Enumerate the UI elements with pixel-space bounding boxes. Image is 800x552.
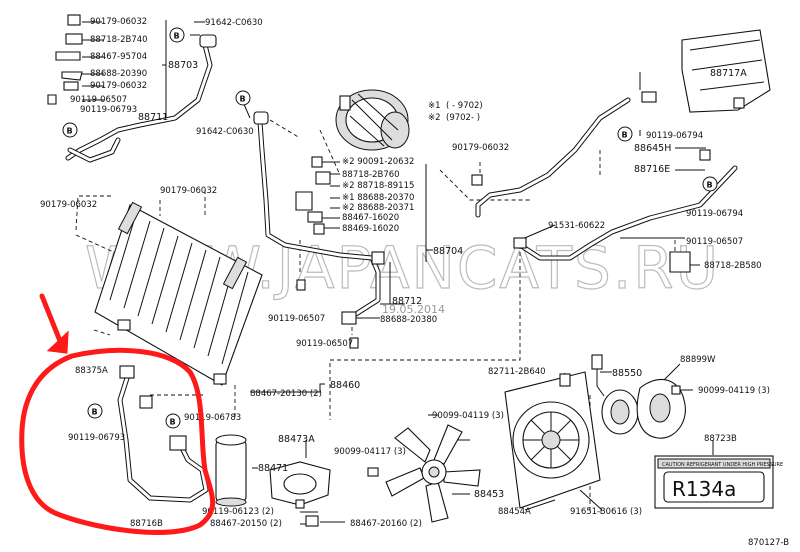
svg-text:B: B — [170, 418, 176, 427]
callout-labels: 90179-06032 88718-2B740 88467-95704 8868… — [40, 17, 770, 529]
svg-text:B: B — [174, 32, 180, 41]
callout-label: ※1 88688-20370 — [342, 193, 414, 203]
callout-label: 90119-06507 — [686, 237, 743, 247]
callout-label: 90119-06783 — [184, 413, 241, 423]
discharge-line-88704 — [253, 111, 385, 317]
callout-label: 88467-20160 (2) — [350, 519, 422, 529]
b-markers: B B B B B B B — [62, 27, 718, 429]
callout-label: 88716E — [634, 164, 670, 175]
callout-label: 88467-20130 (2) — [250, 389, 322, 399]
fan-shroud-88454a — [504, 371, 601, 509]
callout-label: 90179-06032 — [160, 186, 217, 196]
callout-label: 90179-06032 — [452, 143, 509, 153]
callout-label: 90119-06123 (2) — [202, 507, 274, 517]
callout-label: 88375A — [75, 366, 108, 376]
callout-label: 90119-06794 — [646, 131, 703, 141]
b-marker-4: B — [617, 126, 633, 142]
callout-label: 88899W — [680, 355, 716, 365]
svg-text:B: B — [92, 408, 98, 417]
fan-88453 — [385, 424, 481, 523]
callout-label: 88454A — [498, 507, 531, 517]
label-caution-text: CAUTION REFRIGERANT UNDER HIGH PRESSURE — [662, 462, 783, 468]
callout-label: 90179-06032 — [40, 200, 97, 210]
callout-label: 88467-16020 — [342, 213, 399, 223]
callout-label: 82711-2B640 — [488, 367, 546, 377]
fan-motor-88550 — [591, 354, 639, 435]
callout-label: 88473A — [278, 434, 315, 445]
callout-label: 88711 — [138, 112, 168, 123]
callout-label: 88717A — [710, 68, 747, 79]
callout-label: 88718-2B760 — [342, 170, 400, 180]
legend-note1-mark: ※1 — [428, 101, 441, 111]
callout-label: 91642-C0630 — [196, 127, 254, 137]
red-highlight-annotation — [19, 293, 216, 535]
condenser-88460 — [94, 201, 263, 386]
callout-label: 90119-06507 — [296, 339, 353, 349]
expansion-valve-88717a — [641, 29, 771, 273]
bracket-88473a — [269, 461, 379, 527]
refrigerant-label-88723b: CAUTION REFRIGERANT UNDER HIGH PRESSURE … — [654, 455, 783, 509]
cover-88899w — [636, 379, 686, 439]
watermark-date: 19.05.2014 — [382, 303, 445, 316]
bracket-cluster-88704 — [295, 156, 359, 349]
svg-text:B: B — [67, 127, 73, 136]
callout-label: 88469-16020 — [342, 224, 399, 234]
callout-label: ※2 88718-89115 — [342, 181, 414, 191]
callout-label: 88688-20380 — [380, 315, 437, 325]
receiver-88471 — [215, 434, 247, 507]
svg-text:B: B — [622, 131, 628, 140]
b-marker-1: B — [169, 27, 185, 43]
callout-label: 90119-06793 — [68, 433, 125, 443]
callout-label: 90119-06507 — [268, 314, 325, 324]
callout-label: 88467-20150 (2) — [210, 519, 282, 529]
callout-label: 90179-06032 — [90, 17, 147, 27]
b-marker-3: B — [235, 90, 251, 106]
callout-label: 90179-06032 — [90, 81, 147, 91]
compressor — [335, 89, 410, 151]
callout-label: 90099-04119 (3) — [432, 411, 504, 421]
callout-label: 88471 — [258, 463, 288, 474]
callout-label: 90099-04119 (3) — [698, 386, 770, 396]
legend-note2-mark: ※2 — [428, 113, 441, 123]
clamp-set-upper-left — [47, 14, 83, 105]
callout-label: 88688-20390 — [90, 69, 147, 79]
diagram-code: 870127-B — [748, 538, 789, 548]
legend: ※1 ( - 9702) ※2 (9702- ) — [428, 101, 483, 123]
callout-label: 88718-2B740 — [90, 35, 148, 45]
suction-hose-88716b — [117, 365, 209, 503]
b-marker-5: B — [702, 176, 718, 192]
callout-label: 88645H — [634, 143, 671, 154]
hose-88711 — [65, 34, 217, 163]
label-refrigerant-type: R134a — [672, 477, 736, 501]
svg-text:B: B — [707, 181, 713, 190]
callout-label: 88716B — [130, 519, 163, 529]
callout-label: 88704 — [433, 246, 463, 257]
b-marker-7: B — [165, 413, 181, 429]
callout-label: 88550 — [612, 368, 642, 379]
callout-label: 90119-06793 — [80, 105, 137, 115]
b-marker-2: B — [62, 122, 78, 138]
liquid-line-88716e — [471, 97, 738, 261]
legend-note1-range: ( - 9702) — [446, 101, 483, 111]
callout-label: ※2 90091-20632 — [342, 157, 414, 167]
legend-note2-range: (9702- ) — [446, 113, 480, 123]
callout-label: 90119-06507 — [70, 95, 127, 105]
callout-label: 91642-C0630 — [205, 18, 263, 28]
callout-label: 90099-04117 (3) — [334, 447, 406, 457]
callout-label: ※2 88688-20371 — [342, 203, 414, 213]
callout-label: 88712 — [392, 296, 422, 307]
callout-label: 91531-60622 — [548, 221, 605, 231]
callout-label: 88467-95704 — [90, 52, 147, 62]
callout-label: 88460 — [330, 380, 360, 391]
callout-label: 88453 — [474, 489, 504, 500]
callout-label: 91651-B0616 (3) — [570, 507, 642, 517]
callout-label: 88723B — [704, 434, 737, 444]
callout-label: 88718-2B580 — [704, 261, 762, 271]
callout-label: 90119-06794 — [686, 209, 743, 219]
callout-label: 88703 — [168, 60, 198, 71]
b-marker-6: B — [87, 403, 103, 419]
svg-text:B: B — [240, 95, 246, 104]
